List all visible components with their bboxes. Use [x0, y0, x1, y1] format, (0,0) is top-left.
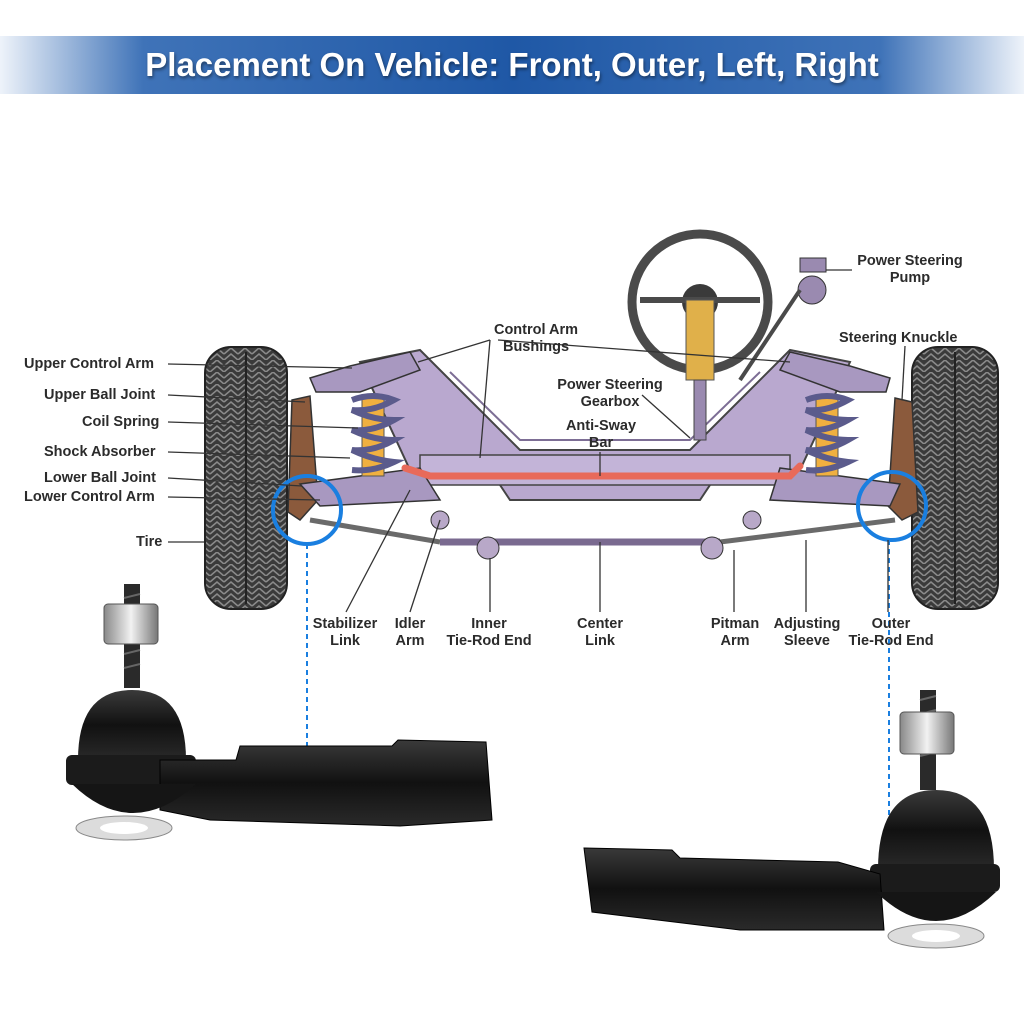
- label-steering-knuckle: Steering Knuckle: [839, 330, 958, 346]
- right-highlight-circle: [856, 470, 928, 542]
- left-steering-knuckle: [287, 395, 319, 521]
- title-banner: Placement On Vehicle: Front, Outer, Left…: [0, 36, 1024, 94]
- left-upper-control-arm: [308, 351, 422, 393]
- banner-title: Placement On Vehicle: Front, Outer, Left…: [145, 46, 879, 83]
- right-tire: [911, 346, 999, 610]
- label-lower-control-arm: Lower Control Arm: [24, 489, 155, 505]
- label-tire: Tire: [136, 534, 163, 550]
- label-upper-ball-joint: Upper Ball Joint: [44, 387, 156, 403]
- label-coil-spring: Coil Spring: [82, 414, 160, 430]
- leader-lines: [167, 269, 906, 613]
- steering-linkage: [309, 510, 896, 560]
- label-shock-absorber: Shock Absorber: [44, 444, 156, 460]
- right-upper-control-arm: [778, 351, 891, 393]
- right-lower-control-arm: [768, 467, 902, 507]
- label-upper-control-arm: Upper Control Arm: [24, 356, 154, 372]
- left-tire: [204, 346, 288, 610]
- left-coil-spring: [350, 393, 406, 477]
- anti-sway-bar: [401, 462, 804, 480]
- power-steering-pump: [738, 257, 827, 382]
- right-tie-rod-end-part: [583, 690, 1000, 949]
- steering-wheel: [627, 229, 773, 441]
- left-tie-rod-end-part: [66, 584, 493, 841]
- right-coil-spring: [804, 393, 860, 477]
- label-lower-ball-joint: Lower Ball Joint: [44, 470, 156, 486]
